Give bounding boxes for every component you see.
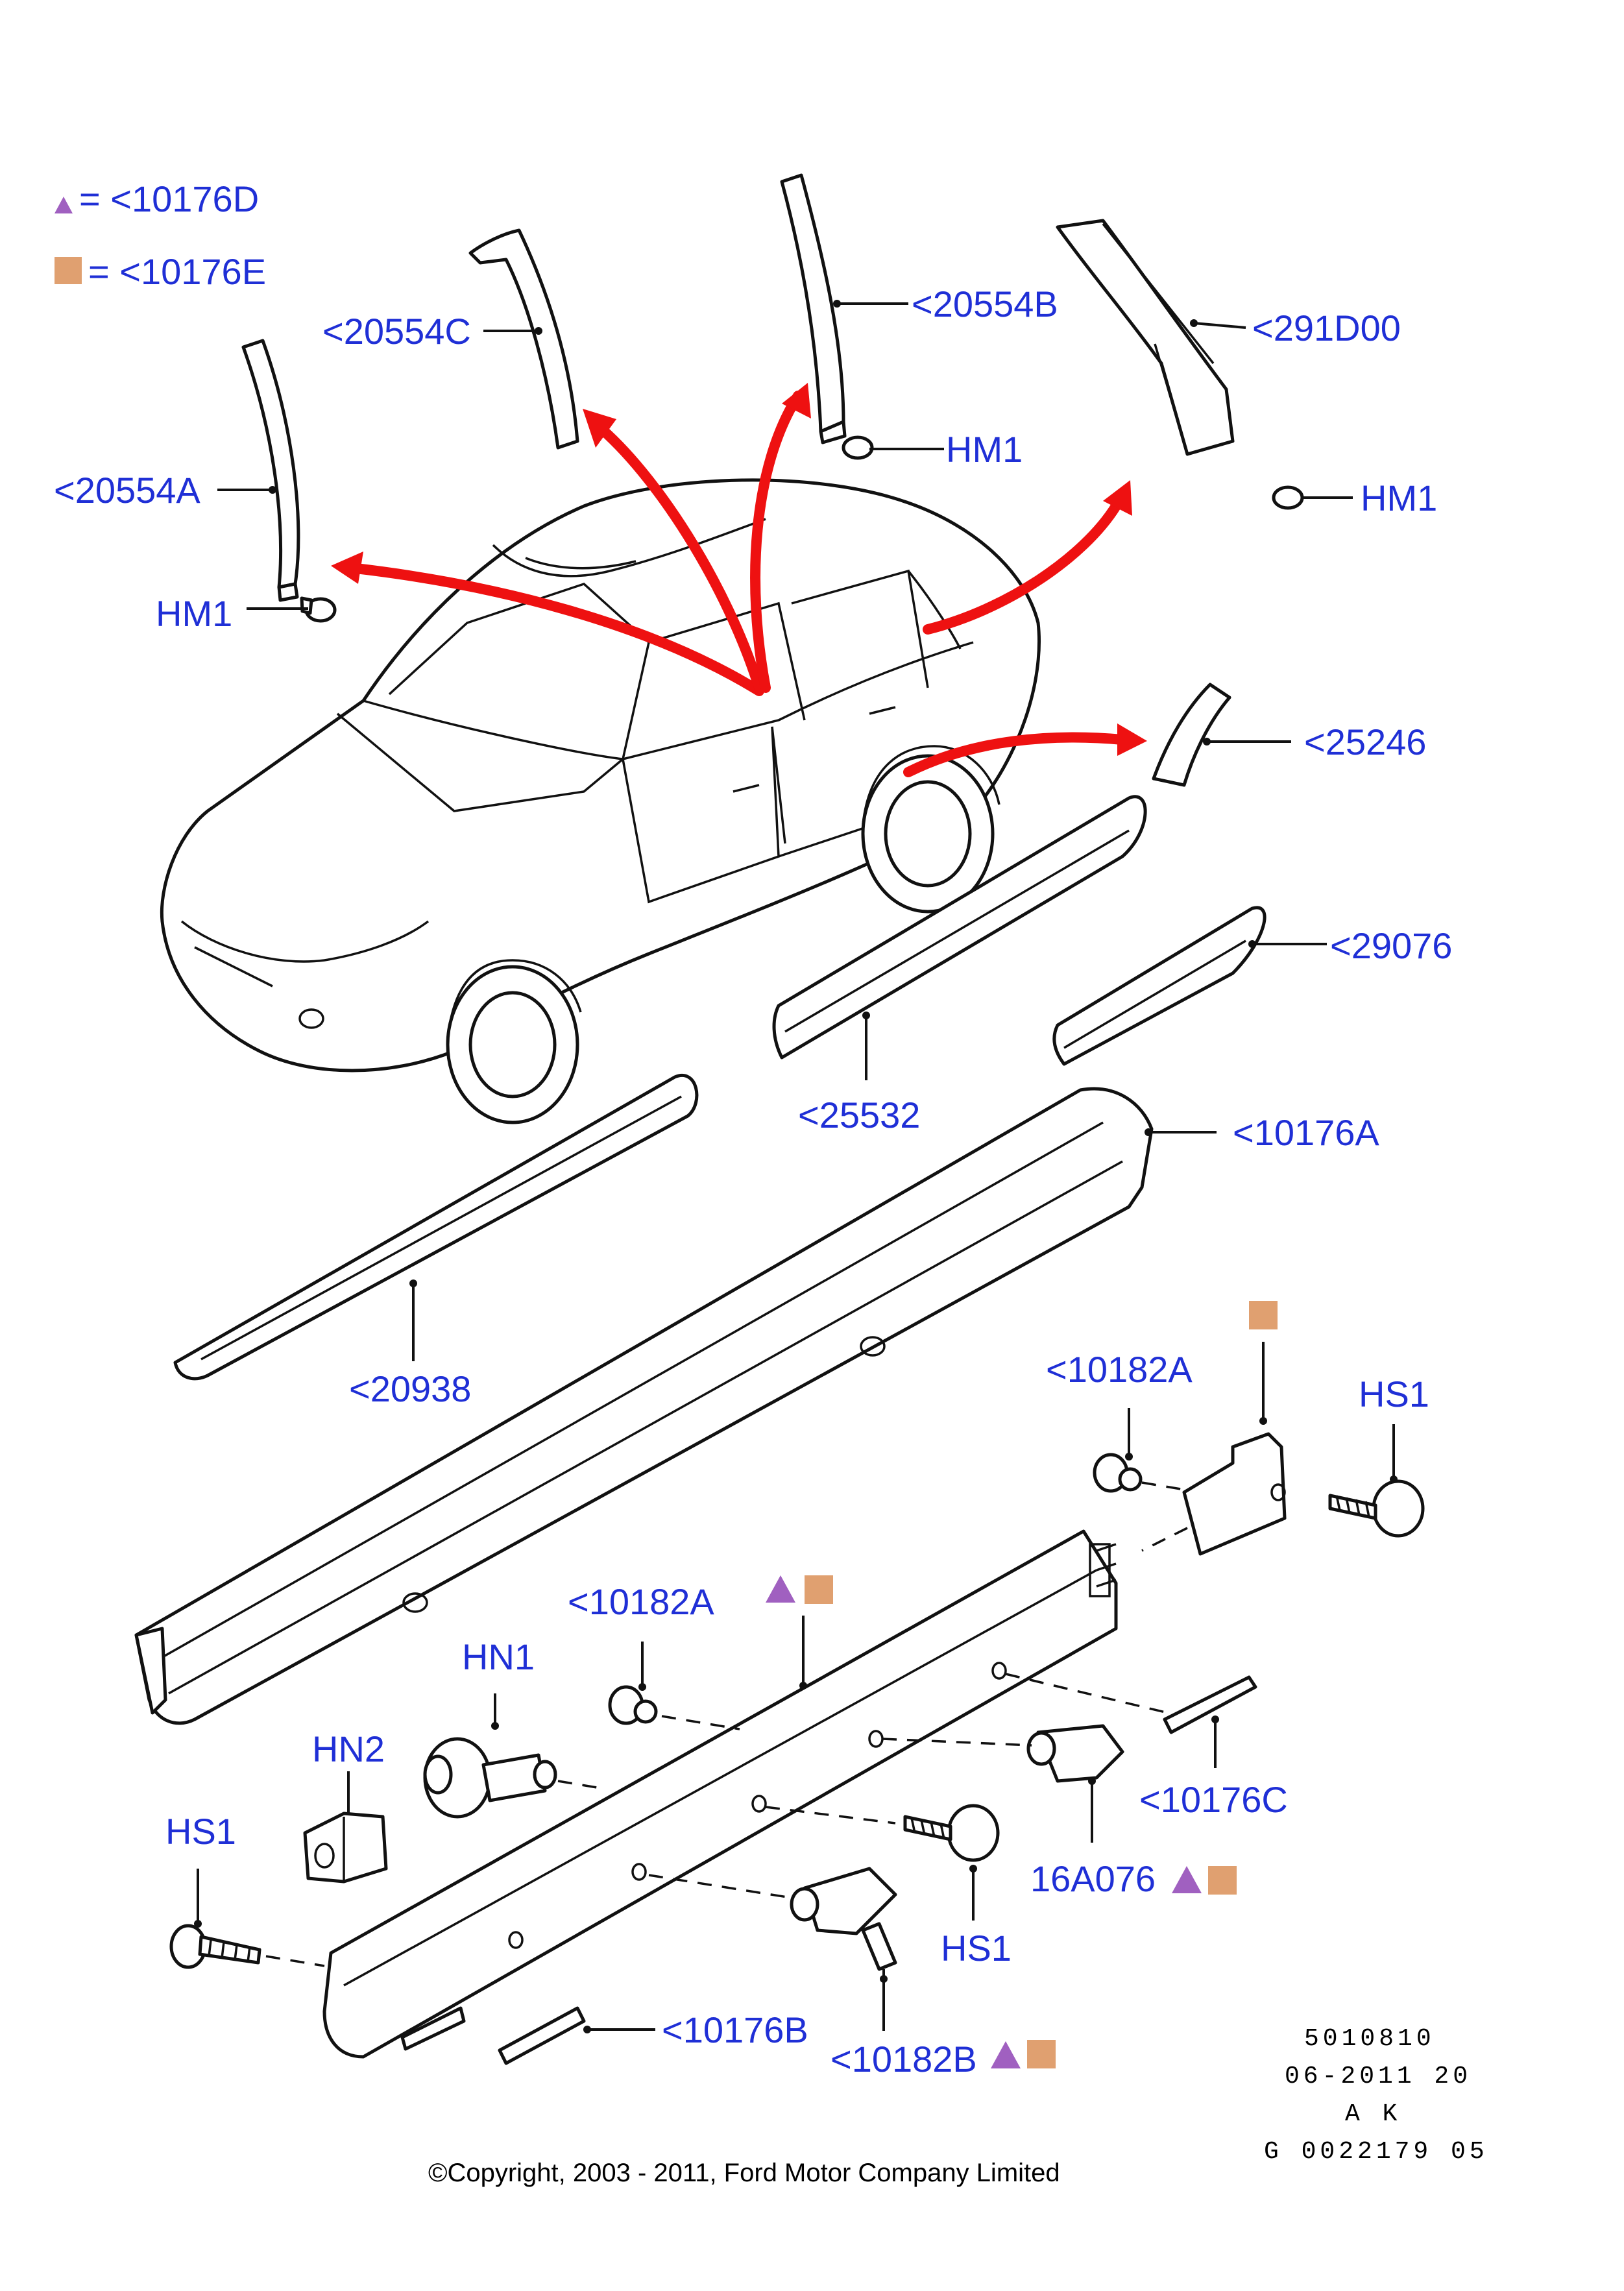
reference-line-3: A K (1345, 2100, 1401, 2128)
part-25246 (1152, 683, 1231, 787)
label-hs1-middle: HS1 (941, 1928, 1012, 1969)
label-hs1-left: HS1 (165, 1811, 236, 1852)
part-25532 (772, 795, 1147, 1060)
arrow-head-25246-icon (1117, 723, 1147, 756)
label-25532: <25532 (798, 1095, 920, 1135)
label-20554c: <20554C (322, 311, 471, 352)
fastener-hn2 (303, 1812, 388, 1884)
marker-square-16a076-icon (1208, 1866, 1237, 1895)
marker-triangle-10182b-icon (991, 2041, 1021, 2068)
arrow-to-20554a (345, 563, 764, 696)
part-29076 (1052, 906, 1266, 1066)
label-10182b: <10182B (830, 2039, 977, 2079)
legend-triangle-icon (55, 197, 73, 213)
arrow-to-291d00 (923, 501, 1121, 635)
part-lower-sill (322, 1529, 1118, 2059)
part-10176c (1163, 1675, 1257, 1734)
label-16a076: 16A076 (1030, 1858, 1156, 1899)
reference-line-2: 06-2011 20 (1285, 2063, 1472, 2091)
legend: = <10176D = <10176E (55, 178, 266, 292)
label-20938: <20938 (349, 1368, 471, 1409)
assembly-lines (265, 1481, 1188, 1967)
arrow-head-20554c-icon (583, 409, 616, 448)
symbol-markers (766, 1301, 1278, 2068)
reference-block: 5010810 06-2011 20 A K G 0022179 05 (1264, 2025, 1488, 2166)
legend-text-10176e: = <10176E (88, 251, 266, 292)
fastener-hs1-left (169, 1924, 261, 1969)
arrow-to-20554c (592, 420, 764, 693)
copyright-notice: ©Copyright, 2003 - 2011, Ford Motor Comp… (428, 2159, 1060, 2187)
label-10182a-left: <10182A (568, 1581, 714, 1622)
label-hm1-right: HM1 (1361, 478, 1437, 518)
label-hn2: HN2 (312, 1728, 385, 1769)
part-20554c (468, 228, 579, 450)
label-hm1-middle: HM1 (946, 429, 1023, 470)
fastener-10182a-left (608, 1685, 658, 1725)
label-hs1-right: HS1 (1359, 1374, 1429, 1414)
marker-triangle-sill-icon (766, 1575, 795, 1603)
part-20554b (780, 173, 874, 460)
label-10176c: <10176C (1139, 1779, 1288, 1820)
part-10176b (498, 2006, 586, 2065)
marker-triangle-16a076-icon (1172, 1866, 1202, 1893)
part-20938 (173, 1074, 699, 1381)
fastener-hs1-middle (903, 1804, 1000, 1862)
marker-square-10182b-icon (1027, 2040, 1056, 2068)
arrow-head-291d00-icon (1103, 480, 1132, 516)
fastener-10182b (790, 1867, 897, 1971)
label-25246: <25246 (1304, 721, 1426, 762)
label-20554b: <20554B (912, 284, 1058, 324)
label-hm1-left: HM1 (156, 593, 232, 634)
label-10176a: <10176A (1233, 1112, 1379, 1153)
label-10176b: <10176B (662, 2009, 808, 2050)
arrow-head-20554b-icon (782, 383, 811, 418)
part-20554a (241, 339, 337, 623)
reference-line-4: G 0022179 05 (1264, 2138, 1488, 2166)
part-291d00 (1056, 219, 1304, 510)
arrow-to-20554b (750, 391, 803, 693)
label-29076: <29076 (1330, 925, 1452, 966)
red-arrows (331, 383, 1147, 777)
part-10176a (134, 1087, 1154, 1725)
reference-line-1: 5010810 (1304, 2025, 1435, 2053)
arrow-head-20554a-icon (331, 552, 363, 584)
legend-square-icon (55, 257, 82, 284)
part-bracket-right (1182, 1432, 1287, 1556)
label-10182a-right: <10182A (1046, 1349, 1193, 1390)
fastener-16a076 (1026, 1724, 1124, 1783)
fastener-hs1-right (1328, 1479, 1425, 1538)
fastener-hn1 (423, 1737, 557, 1819)
fastener-10182a-right (1093, 1453, 1143, 1493)
legend-text-10176d: = <10176D (79, 178, 259, 219)
label-291d00: <291D00 (1252, 308, 1401, 348)
label-20554a: <20554A (54, 470, 200, 511)
part-strip-lower (400, 2006, 466, 2051)
part-labels: <20554C <20554B <291D00 <20554A HM1 HM1 … (54, 284, 1452, 2079)
label-hn1: HN1 (462, 1636, 535, 1677)
marker-square-sill-icon (805, 1575, 833, 1604)
car-illustration (160, 478, 1041, 1124)
leader-lines (194, 300, 1398, 2033)
arrow-to-25246 (903, 732, 1128, 777)
marker-square-bracket-icon (1249, 1301, 1278, 1329)
